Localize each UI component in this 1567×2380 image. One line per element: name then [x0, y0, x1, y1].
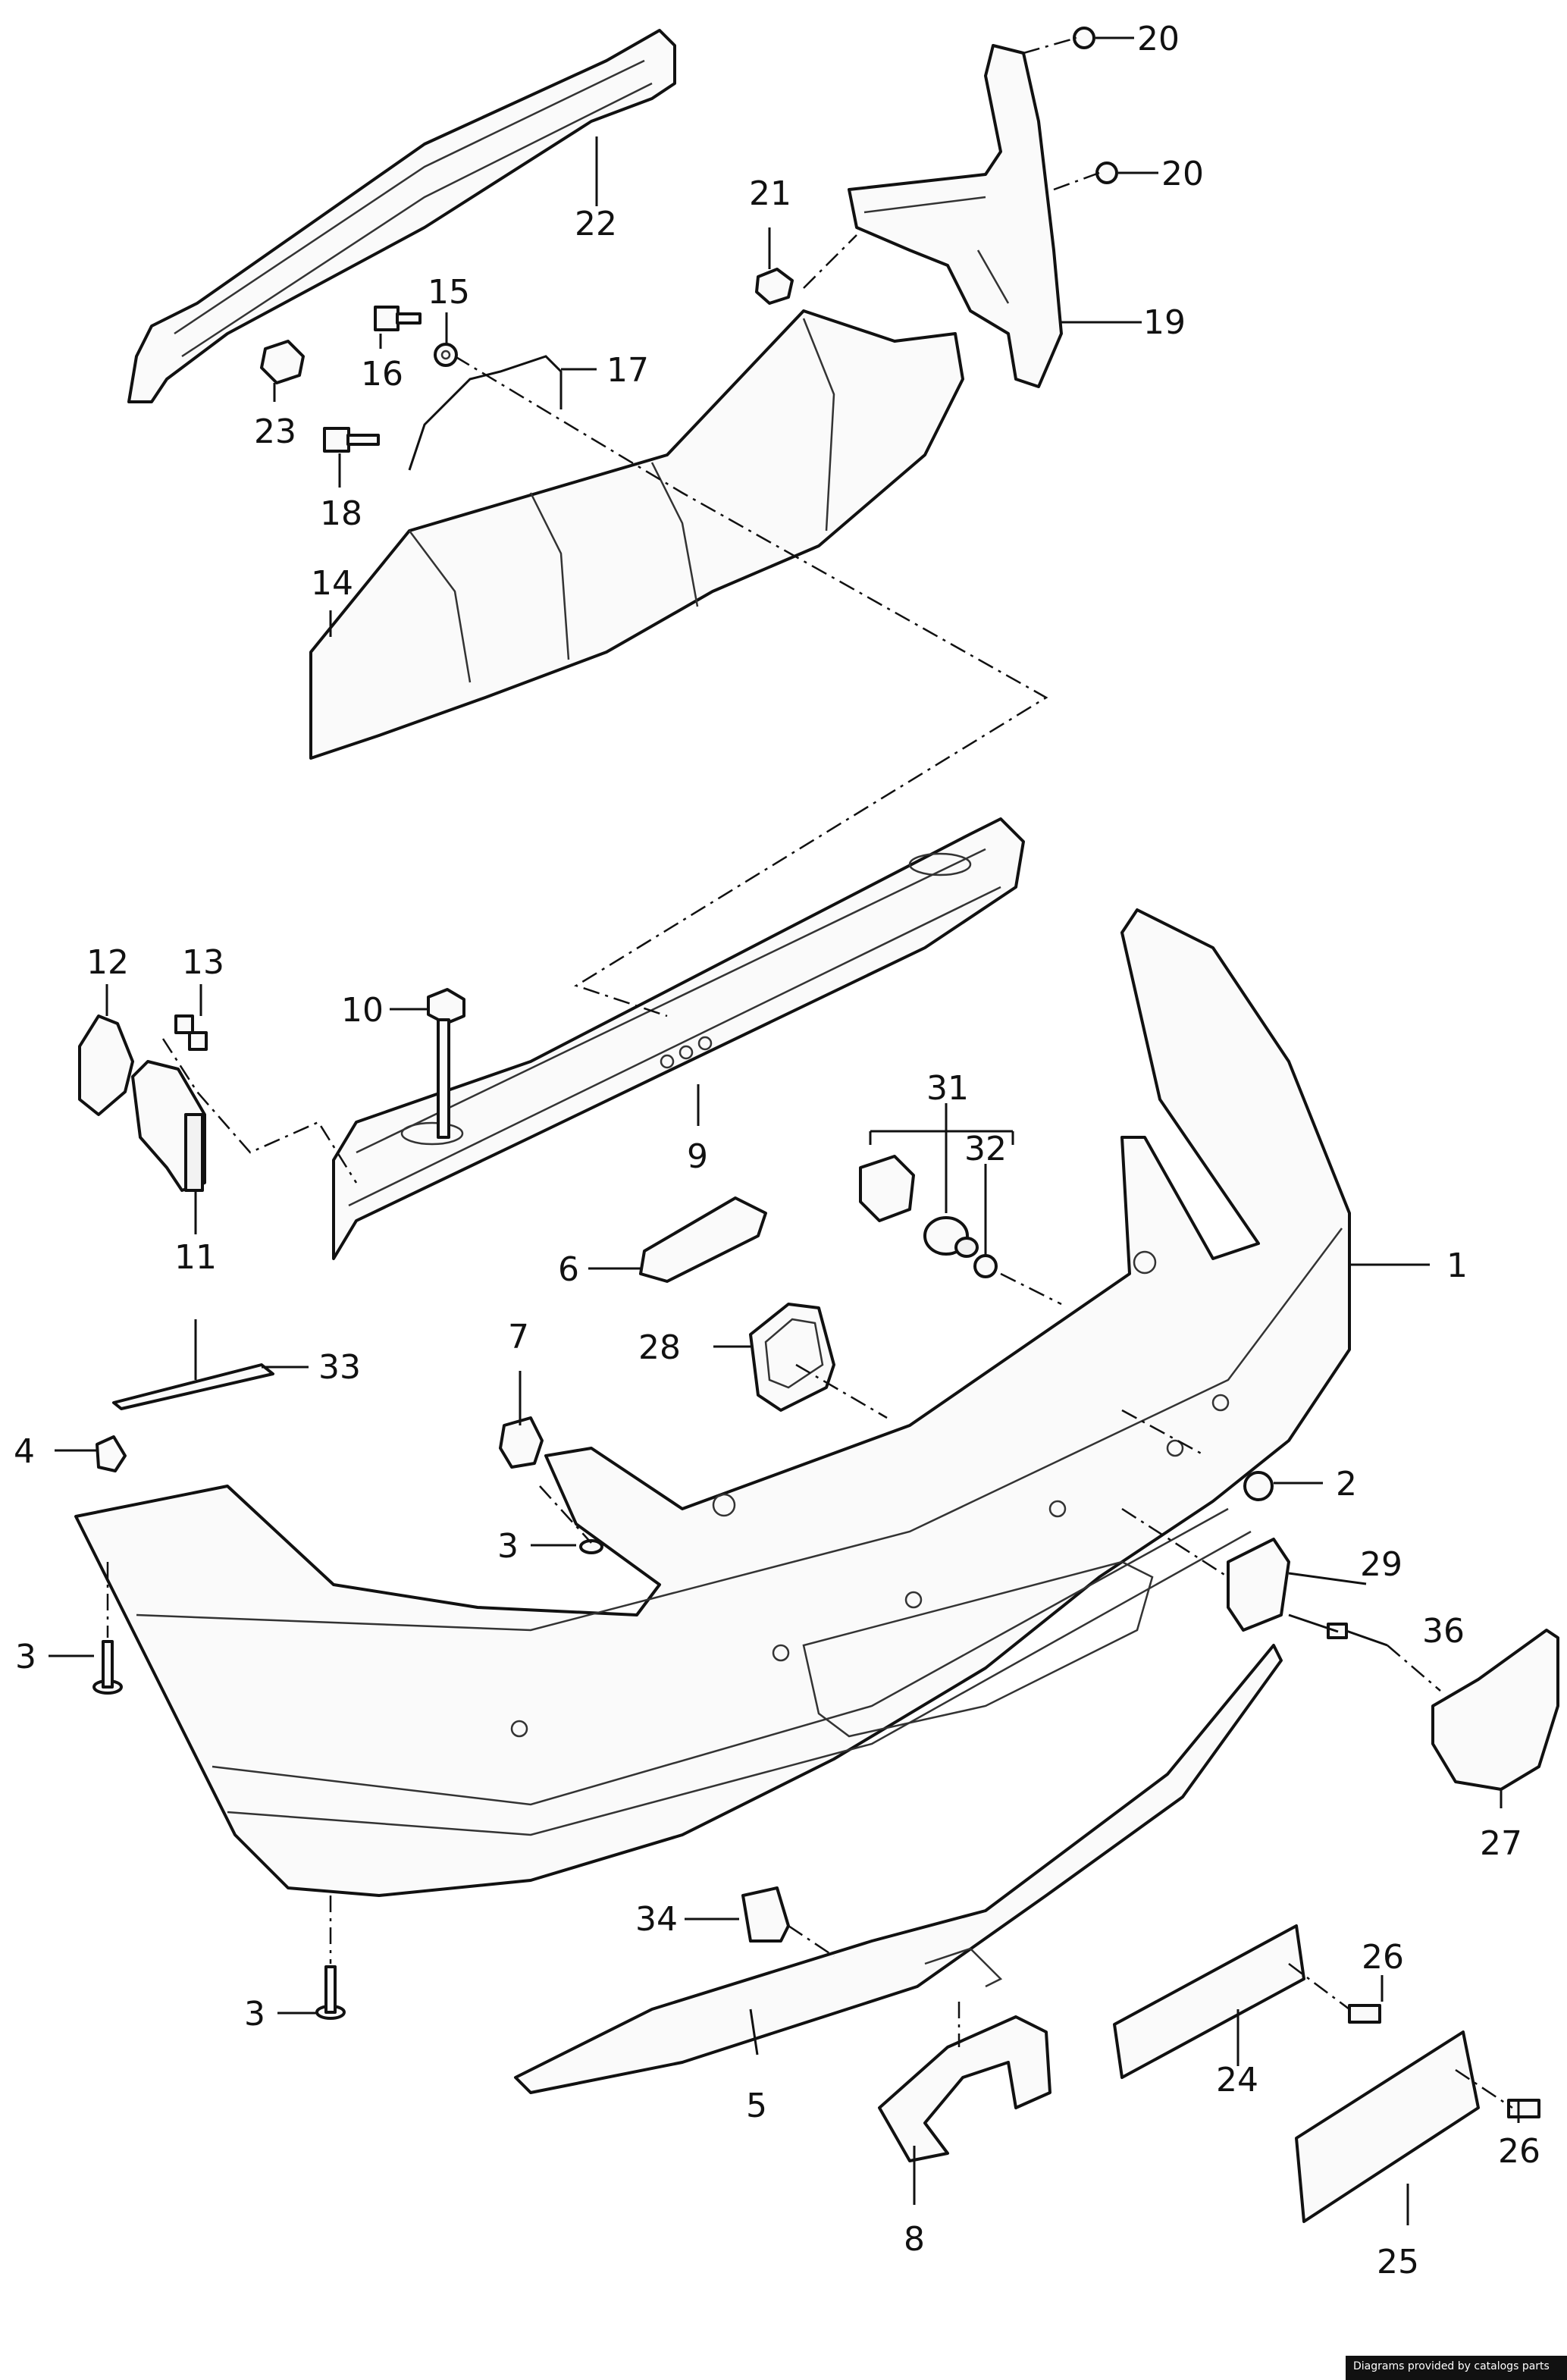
- callout-4: 4: [14, 1432, 35, 1471]
- callout-16: 16: [361, 355, 403, 394]
- part-33-strip: [112, 1363, 274, 1410]
- callout-8: 8: [904, 2220, 925, 2259]
- part-26-screw: [1348, 2004, 1540, 2118]
- part-32-seal: [973, 1254, 998, 1278]
- part-17-bracket: [408, 355, 563, 471]
- part-6-clip-pad: [639, 1196, 767, 1283]
- part-31-sensor: [923, 1216, 979, 1258]
- part-15-washer: [434, 343, 458, 367]
- part-8-trim: [878, 2015, 1051, 2162]
- part-12-plate: [78, 1014, 134, 1116]
- part-13-bolt: [174, 1014, 208, 1051]
- callout-15: 15: [428, 273, 470, 312]
- callout-19: 19: [1143, 303, 1186, 342]
- callout-5: 5: [746, 2087, 767, 2125]
- part-14-heat-shield: [309, 309, 964, 760]
- part-22-upper-rail: [127, 29, 676, 403]
- part-20-clip: [1073, 27, 1118, 184]
- part-27-side-trim: [1431, 1629, 1559, 1791]
- credit-banner: [1346, 2356, 1567, 2380]
- part-24-plate: [1113, 1924, 1305, 2079]
- callout-28: 28: [638, 1328, 681, 1367]
- callout-36: 36: [1422, 1612, 1465, 1651]
- callout-13: 13: [182, 943, 224, 982]
- part-29-bracket: [1227, 1538, 1290, 1632]
- part-18-bolt: [323, 427, 380, 453]
- part-16-bolt: [374, 306, 422, 331]
- part-2-cover: [1243, 1471, 1274, 1501]
- callout-34: 34: [635, 1900, 678, 1939]
- callout-14: 14: [311, 564, 353, 603]
- callout-29: 29: [1360, 1545, 1402, 1584]
- callout-3: 3: [15, 1638, 36, 1676]
- callout-labels: 1 2 3 3 3 4 5 6 7 8 9 10 11 12 13 14 15 …: [14, 20, 1540, 2281]
- part-34-clip: [741, 1886, 790, 1943]
- part-10-long-bolt: [427, 988, 465, 1139]
- part-23-nut: [260, 340, 305, 384]
- callout-26: 26: [1362, 1938, 1404, 1977]
- callout-12: 12: [86, 943, 129, 982]
- callout-33: 33: [318, 1348, 361, 1387]
- callout-32: 32: [964, 1130, 1007, 1168]
- callout-21: 21: [749, 174, 791, 213]
- part-31-sensor-holder: [859, 1155, 915, 1222]
- callout-10: 10: [341, 991, 384, 1030]
- callout-20: 20: [1137, 20, 1180, 58]
- leader-lines: [49, 36, 1520, 2225]
- callout-31: 31: [926, 1069, 969, 1108]
- callout-2: 2: [1336, 1465, 1357, 1504]
- part-19-side-bracket: [848, 44, 1063, 388]
- part-4-clip: [96, 1435, 127, 1472]
- part-5-spoiler-lip: [514, 1644, 1283, 2094]
- part-11-deformation-element: [131, 1060, 206, 1192]
- callout-18: 18: [320, 494, 362, 533]
- callout-20: 20: [1161, 155, 1204, 193]
- part-3-screw: [92, 1539, 603, 2020]
- part-7-clip: [499, 1416, 544, 1469]
- part-25-license-plate: [1295, 2030, 1480, 2223]
- part-1-bumper-cover: [74, 908, 1351, 1897]
- callout-3: 3: [497, 1527, 519, 1566]
- callout-9: 9: [687, 1137, 708, 1176]
- callout-22: 22: [575, 205, 617, 243]
- callout-6: 6: [558, 1250, 579, 1289]
- credit-text: Diagrams provided by catalogs parts: [1353, 2360, 1550, 2372]
- callout-17: 17: [606, 351, 649, 390]
- callout-11: 11: [174, 1238, 217, 1277]
- callout-1: 1: [1446, 1246, 1468, 1285]
- callout-26: 26: [1498, 2132, 1540, 2171]
- callout-27: 27: [1480, 1824, 1522, 1863]
- callout-3: 3: [244, 1995, 265, 2034]
- assembly-lines: [106, 36, 1513, 2109]
- part-21-nut: [755, 268, 794, 305]
- callout-24: 24: [1216, 2061, 1258, 2099]
- callout-23: 23: [254, 412, 296, 451]
- part-9-bumper-beam: [332, 817, 1025, 1260]
- callout-25: 25: [1377, 2243, 1419, 2281]
- part-28-frame: [749, 1303, 835, 1412]
- callout-7: 7: [508, 1318, 529, 1356]
- part-36-screw: [1327, 1623, 1388, 1647]
